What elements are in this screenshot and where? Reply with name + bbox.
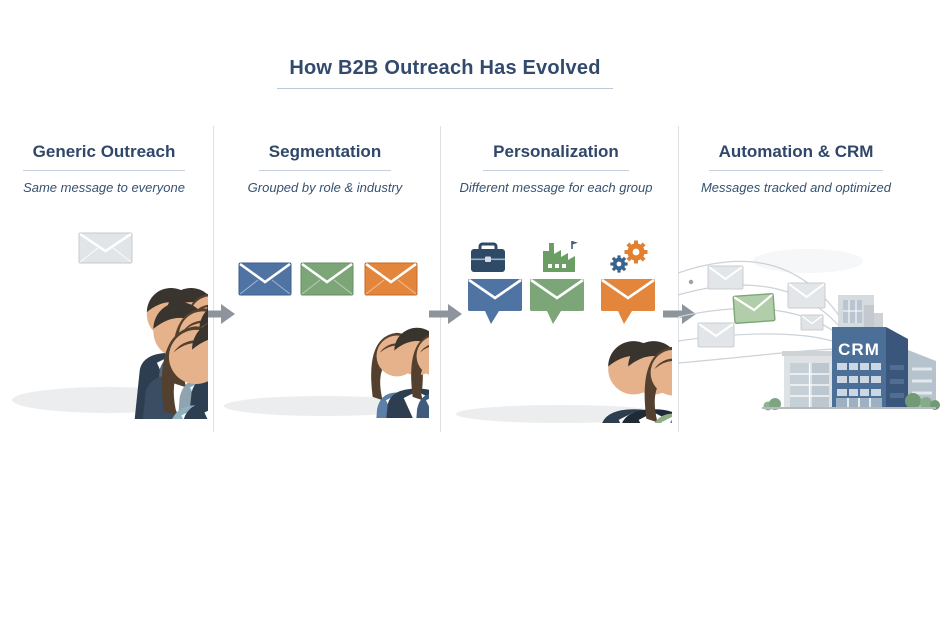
stage-heading: Automation & CRM bbox=[708, 142, 884, 171]
stage-heading: Segmentation bbox=[258, 142, 392, 171]
divider-3 bbox=[678, 126, 679, 432]
message-bubble-orange-icon bbox=[601, 278, 655, 324]
stage-automation-crm: Automation & CRM Messages tracked and op… bbox=[696, 142, 896, 195]
message-bubble-blue-icon bbox=[468, 278, 522, 324]
crm-label: CRM bbox=[838, 340, 880, 359]
envelope-orange-icon bbox=[364, 262, 418, 296]
factory-icon bbox=[543, 241, 578, 272]
stage-subtitle: Same message to everyone bbox=[23, 180, 185, 195]
people-group-1 bbox=[370, 327, 429, 418]
groups-shadow bbox=[224, 396, 424, 416]
envelope-green-icon bbox=[300, 262, 354, 296]
envelope-blue-icon bbox=[238, 262, 292, 296]
page-title: How B2B Outreach Has Evolved bbox=[277, 57, 613, 89]
briefcase-icon bbox=[471, 242, 505, 272]
flow-arrow-icon bbox=[663, 304, 696, 324]
stage-subtitle: Different message for each group bbox=[459, 180, 653, 195]
stage-segmentation: Segmentation Grouped by role & industry bbox=[232, 142, 418, 195]
divider-1 bbox=[213, 126, 214, 432]
flying-envelope-gray-2 bbox=[787, 282, 826, 309]
stage-heading: Generic Outreach bbox=[22, 142, 186, 171]
flying-envelope-small bbox=[800, 314, 824, 331]
flow-dot bbox=[688, 279, 694, 285]
generic-outreach-illustration bbox=[12, 232, 208, 419]
flow-arrow-icon bbox=[202, 304, 235, 324]
crowd-of-people bbox=[132, 287, 208, 419]
title-wrap: How B2B Outreach Has Evolved bbox=[0, 57, 890, 89]
envelope-icon bbox=[78, 232, 133, 264]
crm-building-icon: CRM bbox=[762, 295, 940, 411]
stage-subtitle: Messages tracked and optimized bbox=[700, 180, 892, 195]
flying-envelope-green bbox=[732, 293, 776, 324]
divider-2 bbox=[440, 126, 441, 432]
ground-line bbox=[762, 407, 936, 409]
message-bubble-green-icon bbox=[530, 278, 584, 324]
segmentation-illustration bbox=[224, 262, 429, 418]
automation-crm-illustration: CRM bbox=[678, 249, 940, 411]
flying-envelope-gray-1 bbox=[707, 265, 744, 290]
stage-personalization: Personalization Different message for ea… bbox=[456, 142, 656, 195]
flying-envelope-gray-3 bbox=[697, 322, 735, 348]
stage-generic-outreach: Generic Outreach Same message to everyon… bbox=[6, 142, 202, 195]
flow-arrow-icon bbox=[429, 304, 462, 324]
stage-heading: Personalization bbox=[483, 142, 629, 171]
soft-cloud bbox=[753, 249, 863, 273]
stage-subtitle: Grouped by role & industry bbox=[247, 180, 403, 195]
gears-icon bbox=[610, 240, 648, 273]
personalization-illustration bbox=[456, 240, 672, 423]
